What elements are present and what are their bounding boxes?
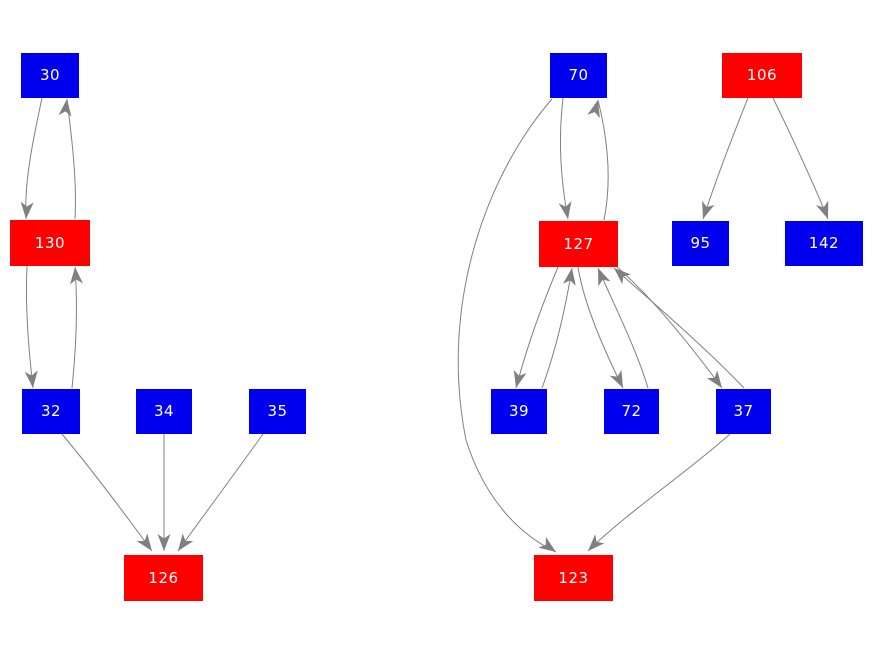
graph-edge [587,99,609,221]
arrowhead-icon [588,534,605,551]
graph-edge [772,97,829,220]
graph-node-72[interactable]: 72 [604,389,659,434]
graph-edge [577,266,624,389]
graph-edge [541,267,576,389]
arrowhead-icon [816,200,829,219]
arrowhead-icon [58,99,72,117]
arrowhead-icon [614,268,631,285]
graph-edge [157,434,171,551]
graph-node-label: 34 [153,402,175,420]
arrowhead-icon [706,370,722,388]
graph-edge [177,433,264,552]
graph-edge [513,266,559,389]
graph-node-label: 106 [746,66,778,84]
graph-node-label: 72 [621,402,642,420]
graph-edge [61,433,153,552]
graph-edge [613,267,745,389]
arrowhead-icon [20,201,34,219]
graph-node-label: 127 [563,234,594,253]
arrowhead-icon [609,369,623,388]
graph-node-130[interactable]: 130 [10,220,90,266]
graph-node-95[interactable]: 95 [672,221,729,266]
arrowhead-icon [178,533,194,551]
graph-node-label: 70 [568,66,589,84]
graph-node-32[interactable]: 32 [22,389,80,434]
arrowhead-icon [587,100,600,119]
graph-node-label: 35 [267,402,288,420]
graph-edge [20,97,43,220]
graph-node-label: 130 [34,233,66,252]
graph-node-label: 37 [733,402,754,420]
graph-node-106[interactable]: 106 [722,53,802,98]
graph-edge [702,97,749,220]
graph-node-label: 39 [508,402,530,420]
graph-edge [24,265,38,389]
graph-node-126[interactable]: 126 [124,555,203,601]
arrowhead-icon [70,267,83,285]
arrowhead-icon [558,201,572,219]
graph-node-label: 32 [40,402,62,420]
graph-edge [616,266,723,389]
graph-edge [58,98,76,220]
graph-edge [587,433,731,552]
graph-node-label: 123 [558,568,589,587]
graph-node-label: 95 [690,234,711,252]
graph-node-123[interactable]: 123 [534,555,613,601]
graph-node-30[interactable]: 30 [21,53,79,98]
arrowhead-icon [157,534,171,551]
graph-edge [558,97,572,220]
graph-node-35[interactable]: 35 [249,389,306,434]
arrowhead-icon [538,536,556,552]
arrowhead-icon [562,268,576,286]
graph-node-127[interactable]: 127 [539,221,618,267]
graph-edge [457,98,557,553]
arrowhead-icon [702,200,715,219]
arrowhead-icon [513,369,527,388]
arrowhead-icon [136,533,152,551]
graph-node-70[interactable]: 70 [550,53,607,98]
arrowhead-icon [24,370,38,388]
graph-node-label: 126 [148,568,179,587]
graph-node-label: 30 [39,66,61,84]
arrowhead-icon [598,268,611,287]
graph-node-37[interactable]: 37 [716,389,771,434]
graph-edge [597,267,649,389]
graph-node-142[interactable]: 142 [785,221,863,266]
graph-node-label: 142 [808,234,840,252]
graph-edge [70,266,83,389]
graph-node-39[interactable]: 39 [491,389,547,434]
graph-node-34[interactable]: 34 [136,389,192,434]
